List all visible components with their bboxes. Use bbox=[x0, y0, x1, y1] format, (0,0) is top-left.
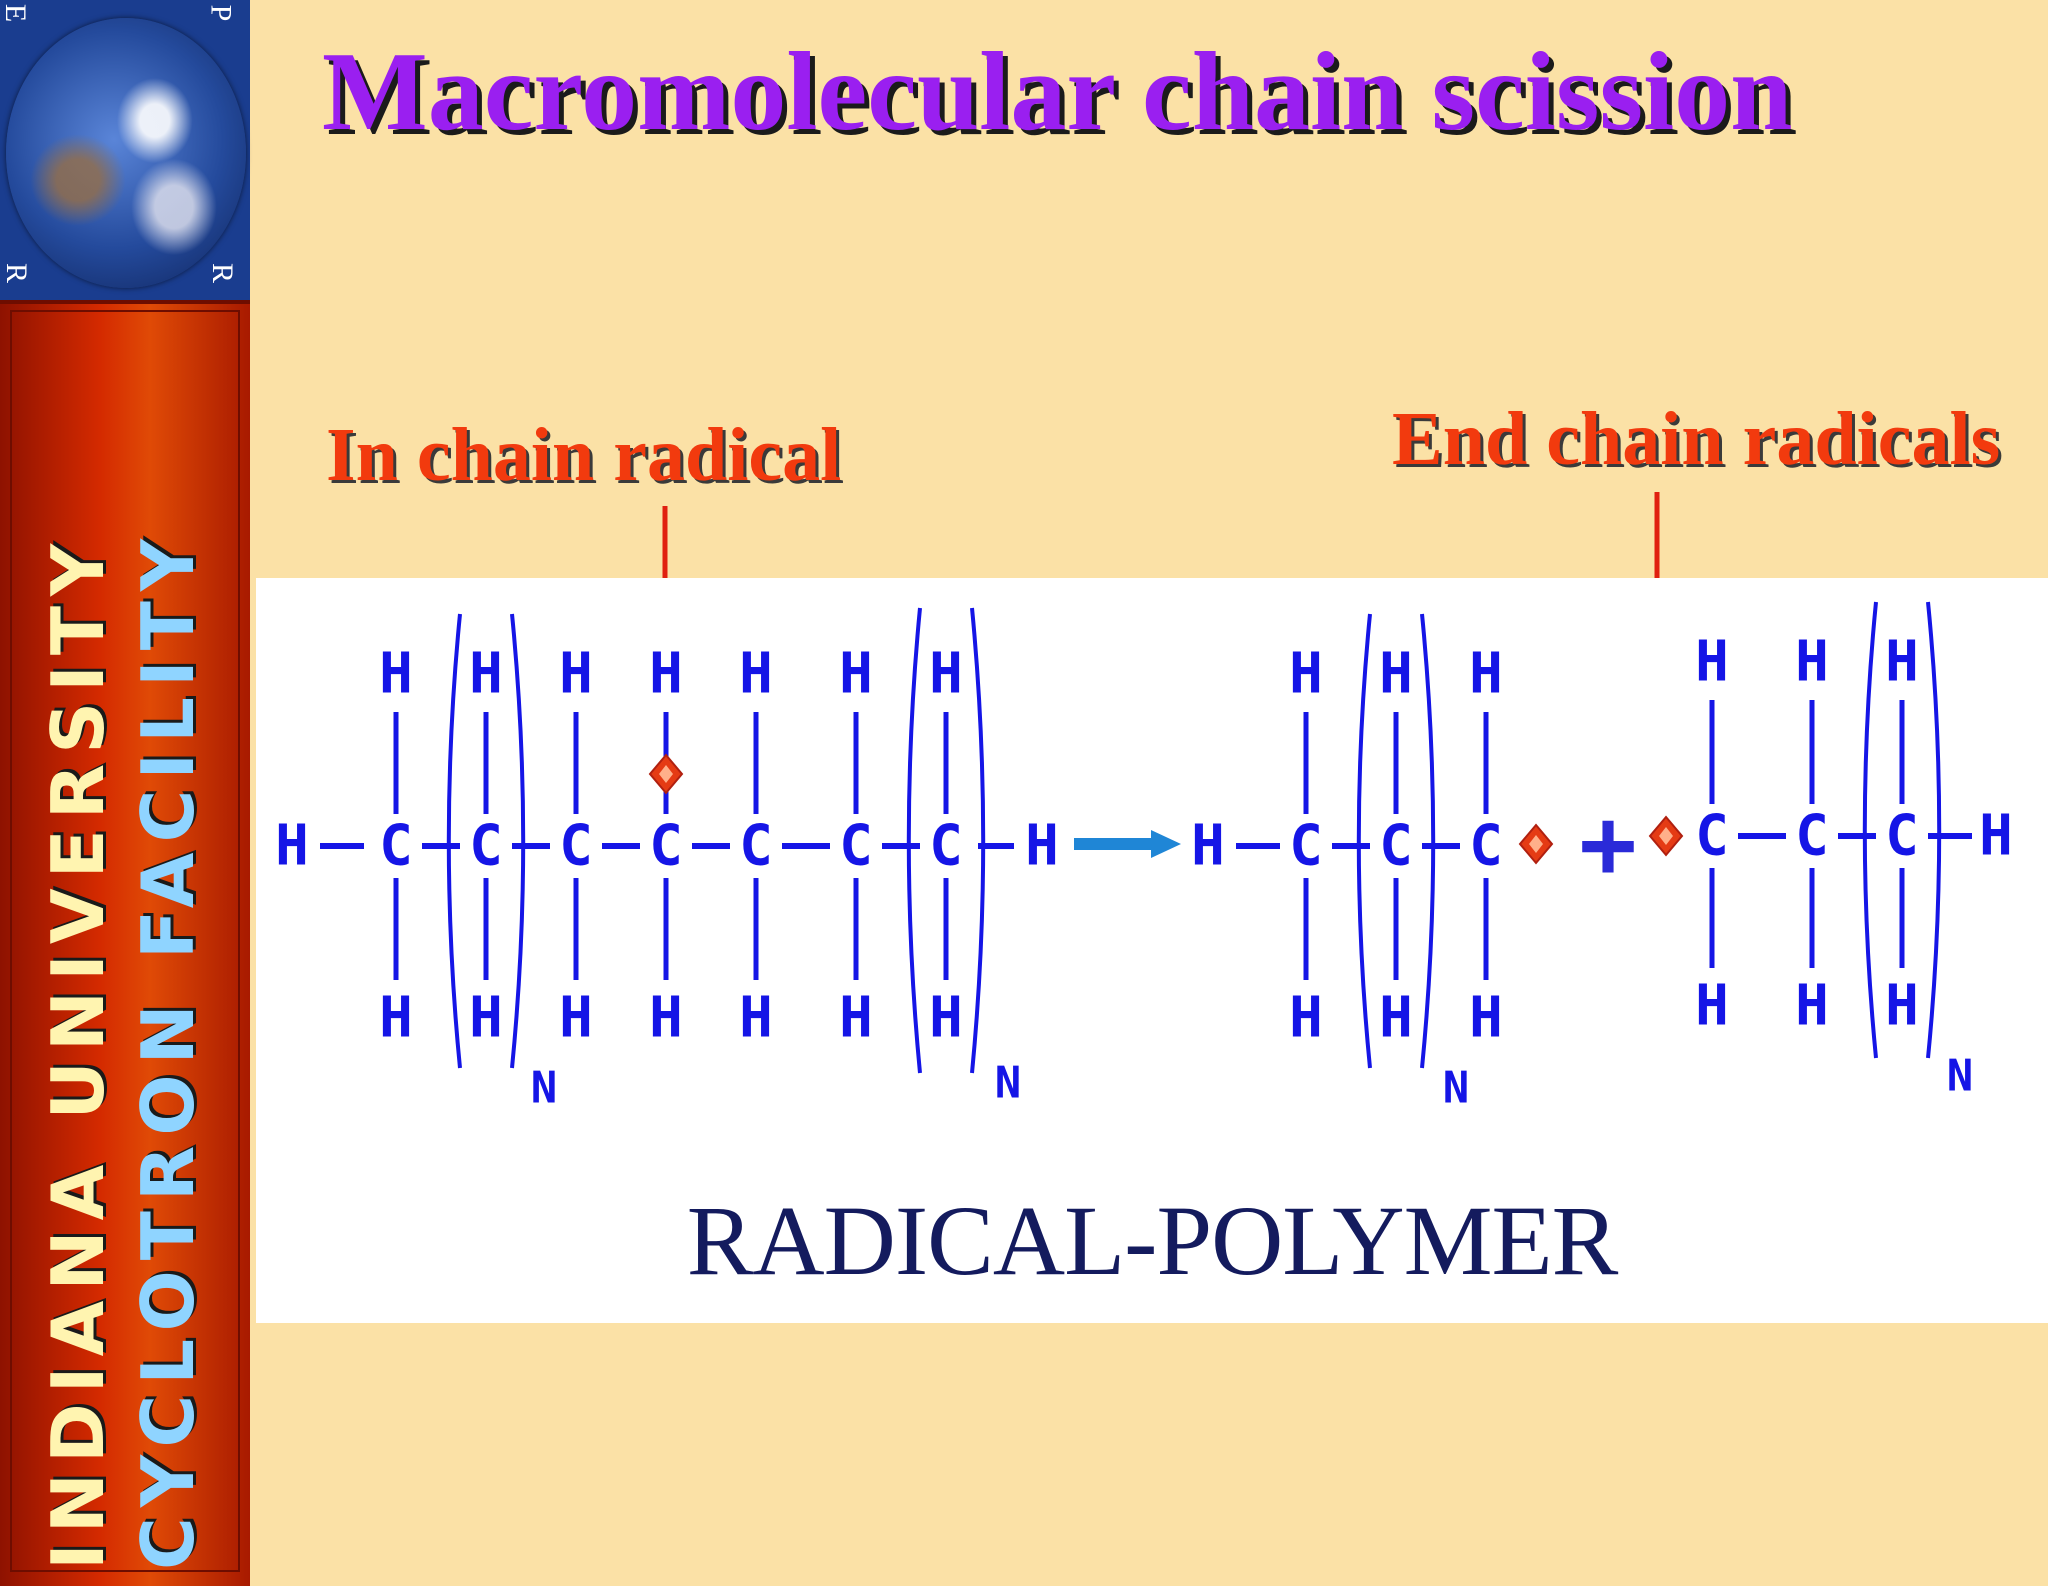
reactant-carbon-3-h-bottom: H bbox=[559, 986, 593, 1051]
bracket-2-left bbox=[906, 607, 922, 1074]
sidebar-university-text: INDIANA UNIVERSITY bbox=[36, 533, 120, 1570]
subscript-n-1: N bbox=[531, 1063, 558, 1114]
product2-carbon-2-h-top: H bbox=[1795, 630, 1829, 695]
product1-carbon-1-c: C bbox=[1289, 814, 1323, 879]
reactant-carbon-2-h-top: H bbox=[469, 642, 503, 707]
product2-carbon-3-h-top: H bbox=[1885, 630, 1919, 695]
diagram-caption: RADICAL-POLYMER bbox=[686, 1185, 1619, 1296]
product2-carbon-2-h-bottom: H bbox=[1795, 974, 1829, 1039]
product2-carbon-1-c: C bbox=[1695, 804, 1729, 869]
sidebar-logo-area: E P R R bbox=[0, 0, 250, 300]
reactant-carbon-1-h-top: H bbox=[379, 642, 413, 707]
product1-carbon-1-h-bottom: H bbox=[1289, 986, 1323, 1051]
reactant-carbon-5-h-top: H bbox=[739, 642, 773, 707]
reactant-carbon-5-c: C bbox=[739, 814, 773, 879]
sidebar-banner-frame bbox=[10, 310, 240, 1572]
reactant-carbon-3-h-top: H bbox=[559, 642, 593, 707]
product1-carbon-2-c: C bbox=[1379, 814, 1413, 879]
product1-carbon-2-h-top: H bbox=[1379, 642, 1413, 707]
bracket-1-left bbox=[446, 613, 462, 1069]
product2-carbon-1-h-top: H bbox=[1695, 630, 1729, 695]
reactant-carbon-2-h-bottom: H bbox=[469, 986, 503, 1051]
product2-carbon-2-c: C bbox=[1795, 804, 1829, 869]
plus-sign: + bbox=[1579, 788, 1637, 900]
reactant-carbon-6-h-bottom: H bbox=[839, 986, 873, 1051]
product2-carbon-3-h-bottom: H bbox=[1885, 974, 1919, 1039]
corner-letter-r-right: R bbox=[206, 262, 240, 284]
reactant-carbon-4-c: C bbox=[649, 814, 683, 879]
bracket-3-right bbox=[1420, 613, 1436, 1069]
bracket-4-left bbox=[1862, 601, 1878, 1059]
reactant-carbon-1-c: C bbox=[379, 814, 413, 879]
bracket-4-right bbox=[1926, 601, 1942, 1059]
product1-carbon-2-h-bottom: H bbox=[1379, 986, 1413, 1051]
reaction-arrow-head bbox=[1151, 830, 1181, 858]
earth-globe-image bbox=[6, 18, 246, 288]
bracket-3-left bbox=[1356, 613, 1372, 1069]
product2-carbon-1-h-bottom: H bbox=[1695, 974, 1729, 1039]
corner-letter-e: E bbox=[0, 3, 33, 23]
sidebar-banner bbox=[0, 300, 250, 1586]
product1-carbon-3-c: C bbox=[1469, 814, 1503, 879]
corner-letter-r-left: R bbox=[0, 262, 34, 284]
product1-carbon-3-h-bottom: H bbox=[1469, 986, 1503, 1051]
product2-radical-dot-highlight bbox=[1659, 827, 1673, 845]
in-chain-radical-label: In chain radical bbox=[326, 413, 842, 497]
in-chain-radical-dot-highlight bbox=[659, 765, 673, 783]
reactant-carbon-7-h-bottom: H bbox=[929, 986, 963, 1051]
slide-title: Macromolecular chain scission bbox=[322, 30, 1793, 154]
reactant-carbon-1-h-bottom: H bbox=[379, 986, 413, 1051]
product2-carbon-3-c: C bbox=[1885, 804, 1919, 869]
subscript-n-2: N bbox=[995, 1058, 1022, 1109]
sidebar-facility-text: CYCLOTRON FACILITY bbox=[126, 528, 210, 1570]
reactant-h-left: H bbox=[275, 814, 309, 879]
reactant-carbon-6-h-top: H bbox=[839, 642, 873, 707]
product1-carbon-1-h-top: H bbox=[1289, 642, 1323, 707]
subscript-n-3: N bbox=[1443, 1063, 1470, 1114]
product1-radical-dot-highlight bbox=[1529, 835, 1543, 853]
reactant-carbon-5-h-bottom: H bbox=[739, 986, 773, 1051]
reactant-carbon-4-h-top: H bbox=[649, 642, 683, 707]
corner-letter-p: P bbox=[204, 4, 238, 22]
product1-h-left: H bbox=[1191, 814, 1225, 879]
reactant-carbon-3-c: C bbox=[559, 814, 593, 879]
reactant-h-right: H bbox=[1025, 814, 1059, 879]
reactant-carbon-7-c: C bbox=[929, 814, 963, 879]
reactant-carbon-2-c: C bbox=[469, 814, 503, 879]
bracket-1-right bbox=[510, 613, 526, 1069]
reactant-carbon-7-h-top: H bbox=[929, 642, 963, 707]
bracket-2-right bbox=[970, 607, 986, 1074]
reactant-carbon-6-c: C bbox=[839, 814, 873, 879]
product1-carbon-3-h-top: H bbox=[1469, 642, 1503, 707]
product2-h-right: H bbox=[1979, 804, 2013, 869]
end-chain-radicals-label: End chain radicals bbox=[1392, 397, 2001, 481]
reactant-carbon-4-h-bottom: H bbox=[649, 986, 683, 1051]
subscript-n-4: N bbox=[1947, 1051, 1974, 1102]
